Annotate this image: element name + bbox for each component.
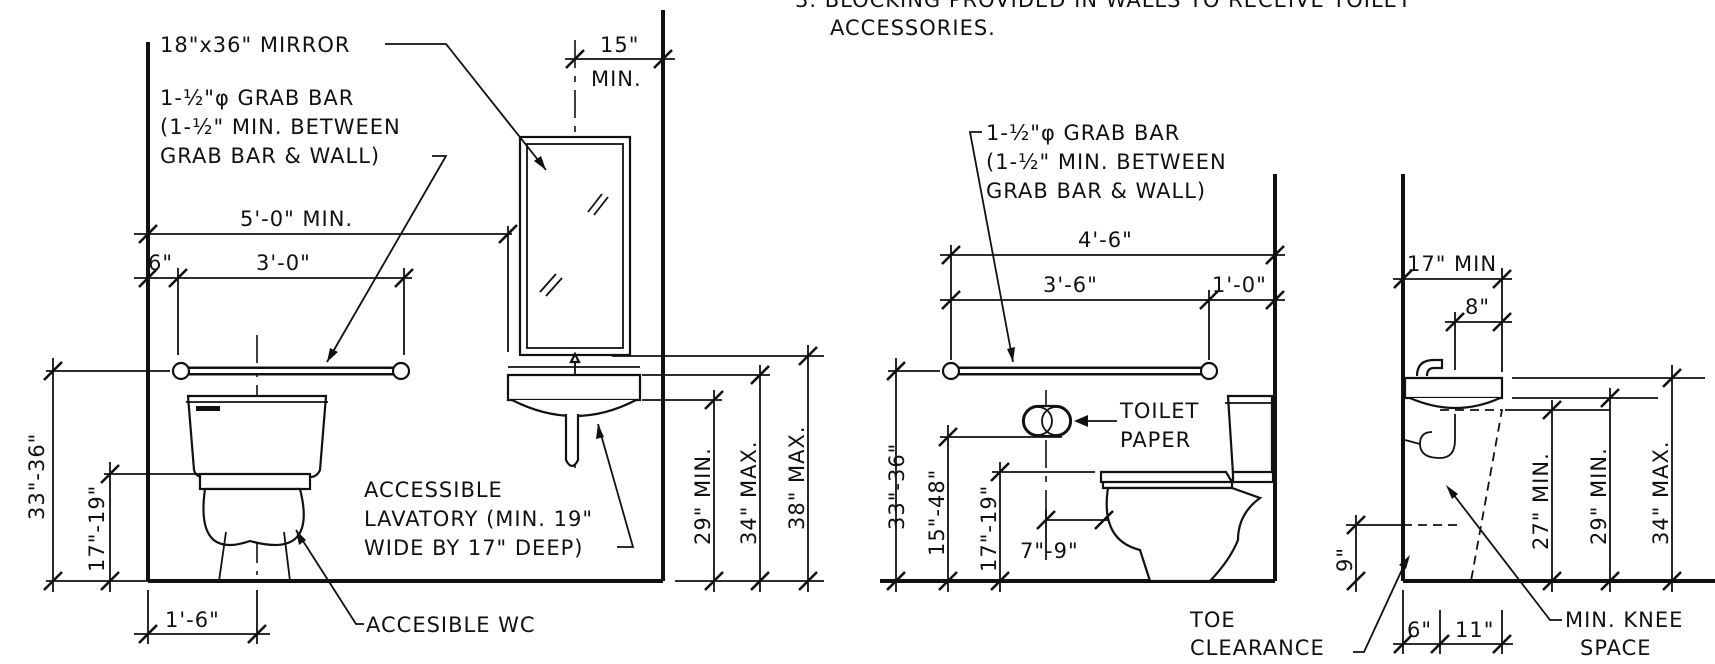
side-dim-bar-offset: 1'-0" <box>1212 273 1267 297</box>
lavatory <box>506 351 642 468</box>
dim-seat-height: 17"-19" <box>85 485 109 572</box>
lav-note-line-3: WIDE BY 17" DEEP) <box>364 536 583 560</box>
toe-note-1: TOE <box>1189 608 1236 632</box>
side-grab-note-3: GRAB BAR & WALL) <box>986 179 1206 203</box>
side-dim-bar-height: 33"-36" <box>885 443 909 530</box>
dim-mirror-clear-min: MIN. <box>591 67 642 91</box>
dim-bar-length: 3'-0" <box>256 251 311 275</box>
dim-width-min: 5'-0" MIN. <box>240 207 353 231</box>
dim-offset-6: 6" <box>148 251 173 275</box>
lavatory-section <box>1403 358 1504 459</box>
dim-bar-height: 33"-36" <box>25 433 49 520</box>
side-grab-note-2: (1-½" MIN. BETWEEN <box>986 150 1227 174</box>
knee-note-2: SPACE <box>1580 636 1652 660</box>
note-line-2: ACCESSORIES. <box>830 16 996 40</box>
grab-bar <box>171 361 411 381</box>
elevation-side: TOILET PAPER 4'-6" 3'-6" 1'-0" 1-½"φ GRA… <box>880 121 1286 592</box>
dim-lav-rim-max: 34" MAX. <box>737 440 761 545</box>
dim-lav-clear-min: 29" MIN. <box>691 447 715 545</box>
dim-mirror-clear: 15" <box>600 33 639 57</box>
lav-note-line-2: LAVATORY (MIN. 19" <box>364 507 593 531</box>
water-closet-side <box>1099 394 1275 583</box>
general-note: 3. BLOCKING PROVIDED IN WALLS TO RECEIVE… <box>795 0 1412 40</box>
mirror <box>518 135 632 357</box>
grab-bar-note-line-1: 1-½"φ GRAB BAR <box>160 86 354 110</box>
side-grab-note-1: 1-½"φ GRAB BAR <box>986 121 1180 145</box>
lav-dim-lav-clear: 29" MIN. <box>1587 447 1611 545</box>
dim-mirror-max: 38" MAX. <box>785 425 809 530</box>
side-dim-bar-length: 3'-6" <box>1043 273 1098 297</box>
lav-dim-lav-max: 34" MAX. <box>1649 440 1673 545</box>
toe-note-2: CLEARANCE <box>1190 636 1325 660</box>
toilet-paper-label-1: TOILET <box>1119 399 1199 423</box>
lav-dim-toe-height: 9" <box>1333 547 1357 572</box>
side-dim-tp-offset: 7"-9" <box>1020 539 1079 563</box>
grab-bar-note-line-2: (1-½" MIN. BETWEEN <box>160 115 401 139</box>
lav-dim-knee-clear: 27" MIN. <box>1529 452 1553 550</box>
side-dim-overall: 4'-6" <box>1078 228 1133 252</box>
lav-dim-knee-8: 8" <box>1465 295 1490 319</box>
wc-note: ACCESIBLE WC <box>366 613 536 637</box>
dim-wc-centerline: 1'-6" <box>165 608 220 632</box>
lav-dim-toe-11: 11" <box>1455 618 1494 642</box>
mirror-label: 18"x36" MIRROR <box>160 33 350 57</box>
side-dim-seat-height: 17"-19" <box>977 485 1001 572</box>
note-line-1: 3. BLOCKING PROVIDED IN WALLS TO RECEIVE… <box>795 0 1412 12</box>
grab-bar-note-line-3: GRAB BAR & WALL) <box>160 144 380 168</box>
lav-dim-toe-6: 6" <box>1407 618 1432 642</box>
side-dim-tp-height: 15"-48" <box>925 469 949 556</box>
elevation-lav: 17" MIN 8" 27" MIN. 29" MIN. 34" MAX. 9"… <box>1189 174 1715 660</box>
water-closet <box>186 394 328 582</box>
toilet-paper-holder <box>1021 390 1073 520</box>
toilet-paper-label-2: PAPER <box>1120 428 1191 452</box>
elevation-left: 5'-0" MIN. 6" 3'-0" 15" MIN. 18"x36" MIR… <box>25 10 824 645</box>
knee-note-1: MIN. KNEE <box>1565 608 1683 632</box>
lav-note-line-1: ACCESSIBLE <box>364 478 503 502</box>
lav-dim-depth-min: 17" MIN <box>1407 252 1497 276</box>
